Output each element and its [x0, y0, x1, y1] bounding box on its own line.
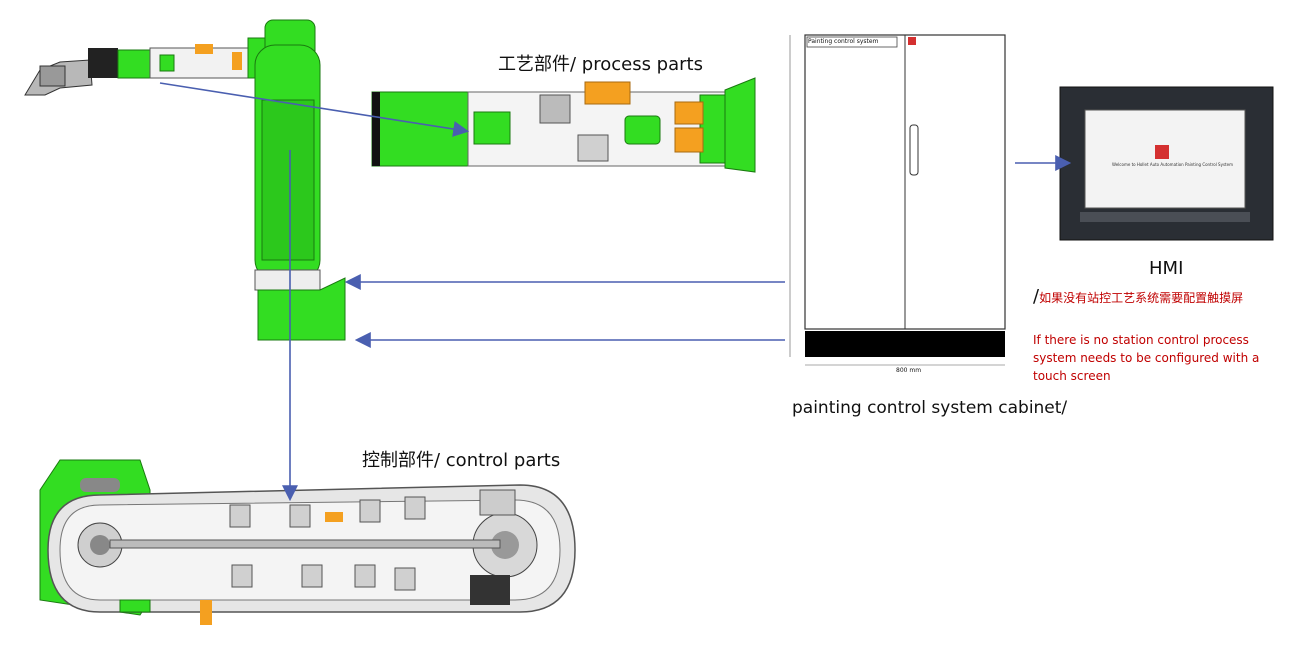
cabinet-title: Painting control system: [808, 38, 879, 45]
cabinet-label: painting control system cabinet/: [792, 398, 1068, 418]
hmi-label: HMI: [1149, 258, 1184, 279]
hmi-note: /如果没有站控工艺系统需要配置触摸屏: [1033, 288, 1273, 307]
connector-arrows: [159, 82, 1072, 502]
hmi-welcome-text: Welcome to Hollet Auto Automation Painti…: [1112, 162, 1233, 167]
hmi-note-cn: 如果没有站控工艺系统需要配置触摸屏: [1039, 291, 1244, 305]
hmi-note-en: If there is no station control process s…: [1033, 333, 1260, 383]
cabinet-width-label: 800 mm: [896, 367, 922, 374]
control-parts-label: 控制部件/ control parts: [362, 450, 561, 471]
process-parts-label: 工艺部件/ process parts: [498, 54, 703, 75]
hmi-note-slash: /: [1033, 286, 1040, 307]
robot-arm: [24, 19, 346, 341]
control-parts-panel: [39, 459, 576, 625]
process-parts-panel: [371, 77, 756, 173]
hmi-panel: [1059, 86, 1274, 241]
control-cabinet: [789, 34, 1006, 366]
